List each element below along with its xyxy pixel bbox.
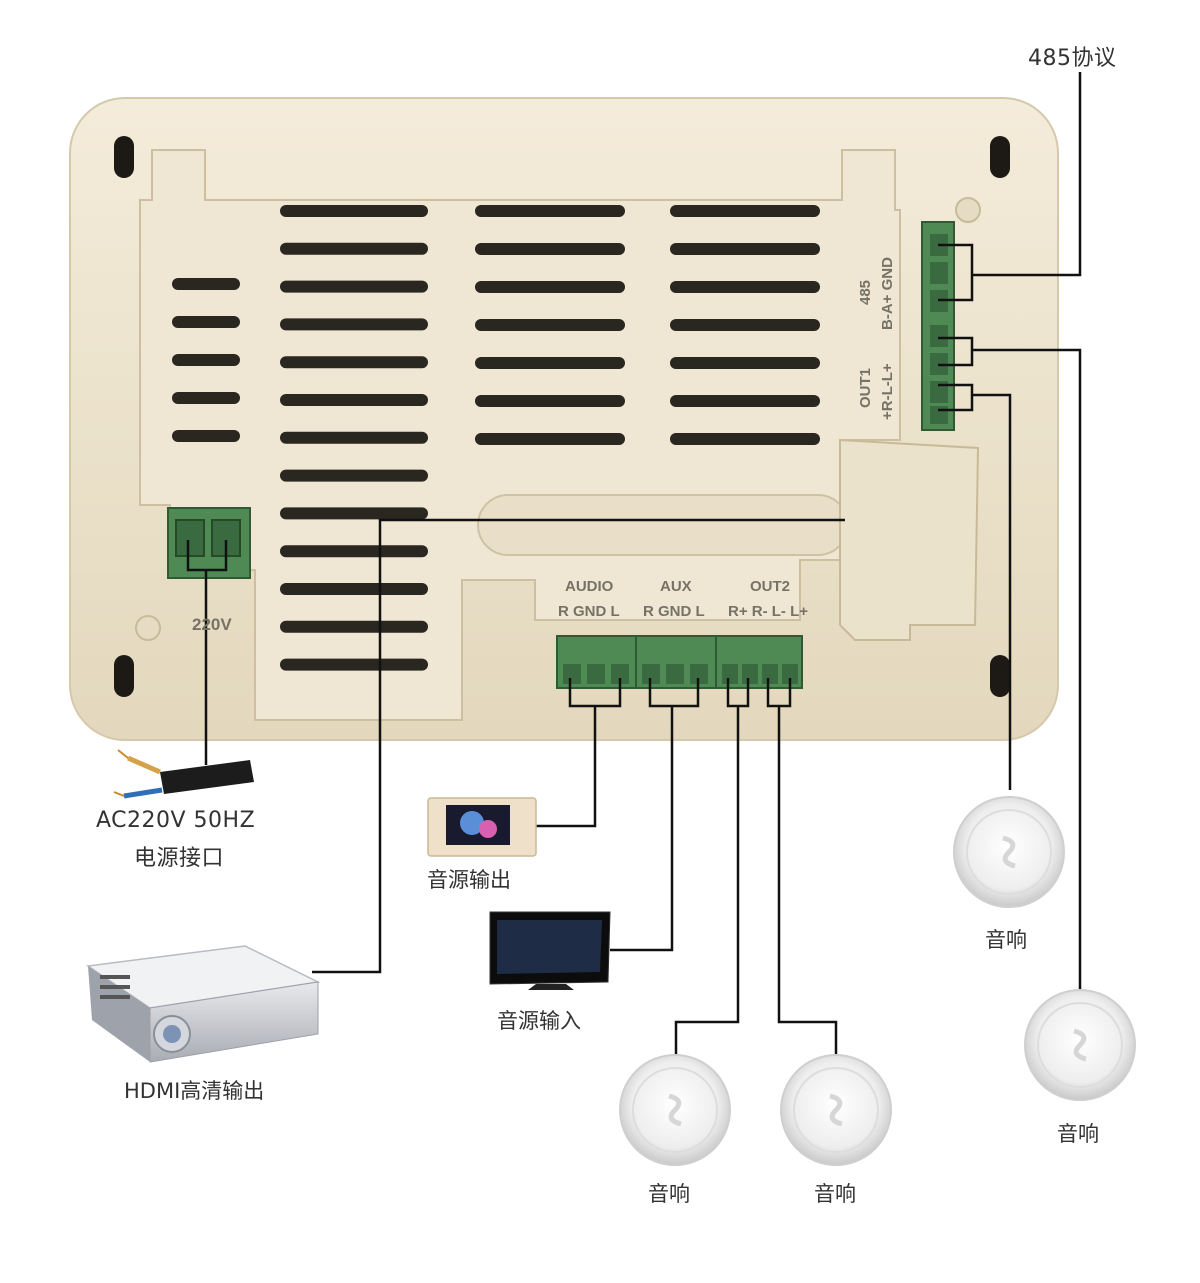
rs485-pins-label: B-A+ GND: [879, 257, 896, 330]
mount-slot: [114, 136, 134, 178]
vent-slot: [280, 280, 428, 293]
mount-slot: [114, 655, 134, 697]
speaker-icon: [1024, 989, 1136, 1101]
vent-slot: [475, 433, 625, 445]
audio-source-in-label: 音源输入: [497, 1009, 581, 1033]
power-label-line1: AC220V 50HZ: [96, 808, 256, 833]
vent-slot: [280, 507, 428, 520]
right-terminal-block: [921, 221, 955, 431]
vent-slot: [280, 356, 428, 369]
vent-slot: [280, 620, 428, 633]
vent-slot: [280, 205, 428, 217]
projector-device: [85, 945, 321, 1063]
vent-slot: [670, 281, 820, 293]
out2-group-label: OUT2: [750, 578, 791, 595]
power-terminal-label: 220V: [192, 615, 232, 634]
speaker-icon: [953, 796, 1065, 908]
device-panel: [69, 97, 1059, 741]
vent-slot: [670, 357, 820, 369]
aux-group-label: AUX: [660, 578, 692, 595]
rs485-group-label: 485: [857, 279, 874, 305]
audio-pins-label: R GND L: [558, 603, 620, 620]
speaker-label: 音响: [985, 928, 1027, 952]
power-label-line2: 电源接口: [134, 846, 225, 871]
vent-slot: [280, 658, 428, 671]
vent-slot: [172, 392, 240, 404]
vent-slot: [280, 242, 428, 255]
vent-slot: [475, 357, 625, 369]
bottom-terminal-block: [556, 635, 803, 689]
vent-slot: [670, 395, 820, 407]
vent-slot: [172, 278, 240, 290]
vent-grille: [172, 205, 820, 671]
vent-slot: [280, 318, 428, 331]
vent-slot: [670, 433, 820, 445]
speaker-label: 音响: [814, 1182, 856, 1206]
vent-slot: [280, 394, 428, 406]
vent-slot: [280, 431, 428, 444]
wiring: [186, 72, 1082, 1060]
vent-slot: [280, 583, 428, 595]
out1-pins-label: +R-L-L+: [879, 363, 896, 420]
speaker-icon: [619, 1054, 731, 1166]
out2-pins-label: R+ R- L- L+: [728, 603, 809, 620]
speaker-icon: [780, 1054, 892, 1166]
vent-slot: [172, 354, 240, 366]
speaker-label: 音响: [1057, 1122, 1099, 1146]
vent-slot: [670, 319, 820, 331]
protocol-485-label: 485协议: [1028, 46, 1117, 71]
aux-pins-label: R GND L: [643, 603, 705, 620]
power-cable: [113, 749, 254, 799]
power-terminal: [167, 507, 251, 579]
vent-slot: [475, 243, 625, 255]
vent-slot: [670, 243, 820, 255]
out1-group-label: OUT1: [857, 367, 874, 408]
mount-slot: [990, 136, 1010, 178]
vent-slot: [172, 316, 240, 328]
vent-slot: [172, 430, 240, 442]
vent-slot: [670, 205, 820, 217]
tv-device: [489, 911, 611, 990]
audio-group-label: AUDIO: [565, 578, 614, 595]
audio-source-panel-device: [427, 797, 537, 857]
vent-slot: [475, 319, 625, 331]
vent-slot: [280, 469, 428, 482]
vent-slot: [475, 205, 625, 217]
speakers: [619, 796, 1136, 1166]
hdmi-out-label: HDMI高清输出: [124, 1079, 265, 1103]
mount-slot: [990, 655, 1010, 697]
vent-slot: [475, 281, 625, 293]
vent-slot: [475, 395, 625, 407]
audio-source-out-label: 音源输出: [427, 868, 511, 892]
vent-slot: [280, 545, 428, 558]
speaker-label: 音响: [648, 1182, 690, 1206]
